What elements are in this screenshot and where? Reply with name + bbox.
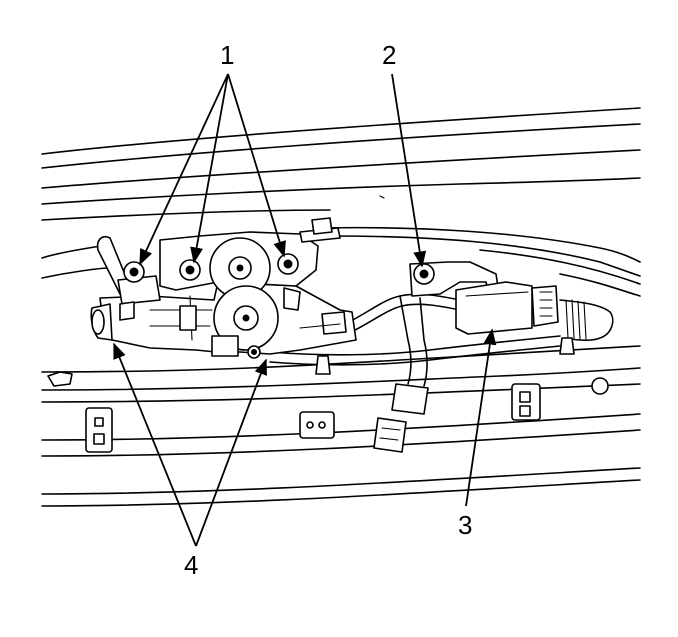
- harness-connector: [373, 383, 429, 453]
- bolt-upper-center: [179, 259, 201, 281]
- latch-actuator-assembly: [90, 217, 357, 359]
- bolt-upper-left: [123, 261, 145, 283]
- leader-lines: [113, 73, 497, 547]
- bolt-lower: [247, 345, 261, 359]
- callout-1: 1: [220, 40, 234, 70]
- actuator-gear-lower: [213, 285, 279, 351]
- callouts: 1 2 3 4: [184, 40, 472, 580]
- callout-4: 4: [184, 550, 198, 580]
- actuator-gear-upper: [209, 237, 271, 299]
- callout-3: 3: [458, 510, 472, 540]
- bolt-module: [413, 263, 435, 285]
- panel-slot-center: [299, 411, 335, 439]
- bolt-upper-right: [277, 253, 299, 275]
- panel-hole: [591, 377, 609, 395]
- panel-slot-right: [511, 383, 541, 421]
- callout-2: 2: [382, 40, 396, 70]
- panel-clip: [47, 371, 73, 387]
- latch-switch-module: [409, 261, 559, 335]
- panel-slot-left: [85, 407, 113, 453]
